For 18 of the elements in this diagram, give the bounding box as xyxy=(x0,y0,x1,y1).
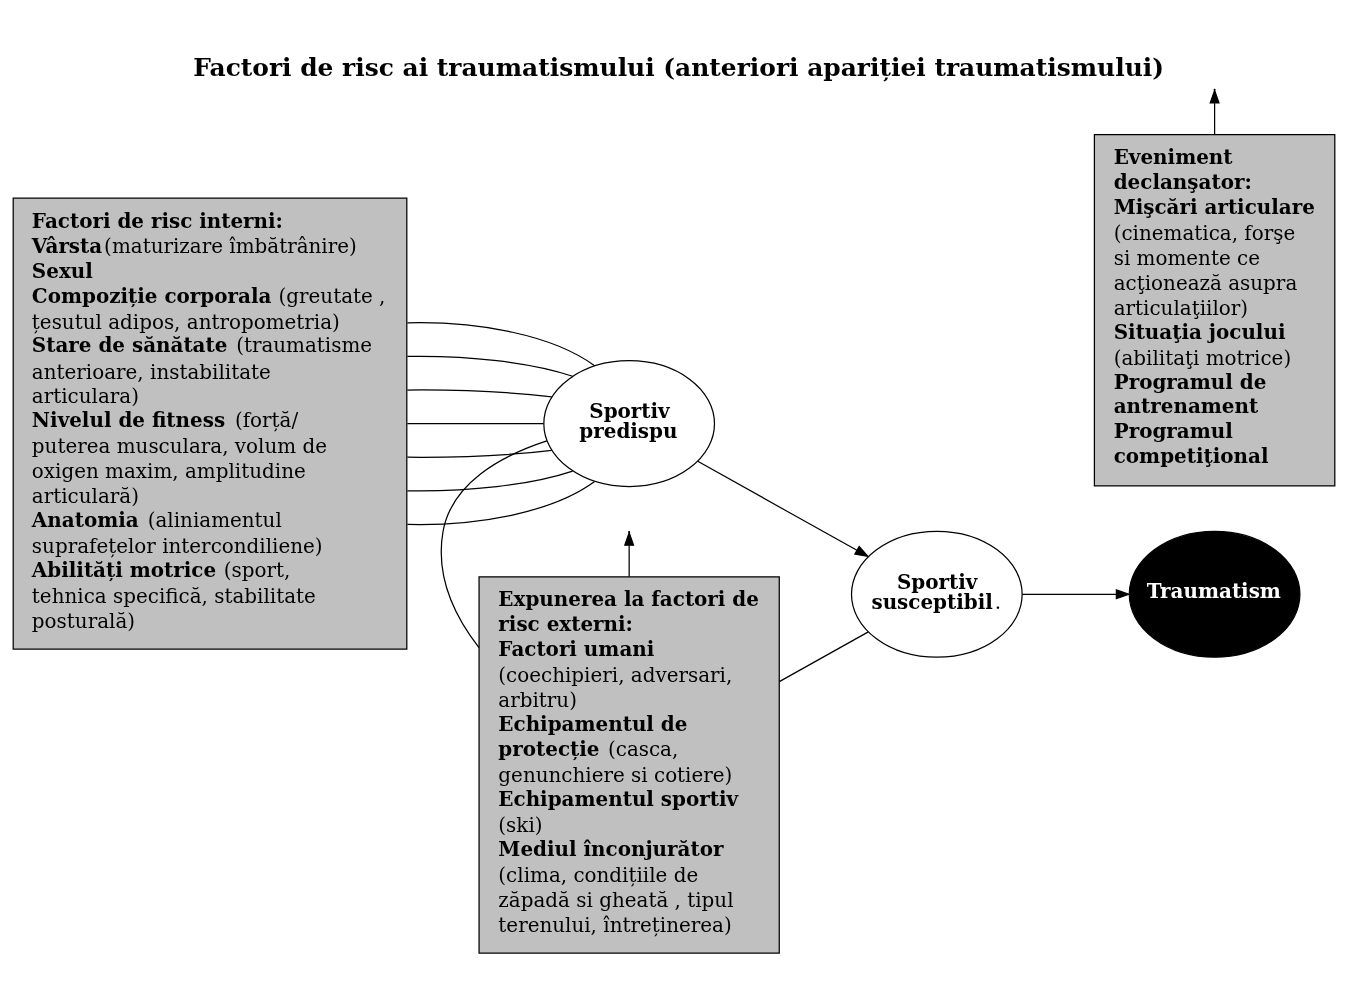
arrow xyxy=(623,530,635,578)
connector xyxy=(406,449,553,458)
connector xyxy=(406,480,596,526)
connector xyxy=(778,631,869,683)
connector xyxy=(406,470,574,492)
node-ellipse: Traumatism xyxy=(1128,530,1301,658)
node-box: Expunerea la factori de risc externi: Factori umani (coechipieri, adversari, arbitru) Echipamentul de protecție (casca, genunchiere si cotiere) Echipamentul sportiv (ski) Mediul înconjurător (clima, condițiile de zăpadă si gheată , tipul terenului, întreținerea) xyxy=(478,576,780,954)
diagram-title: Factori de risc ai traumatismului (anteriori apariției traumatismului) xyxy=(193,52,1165,82)
connector xyxy=(440,440,548,649)
arrow xyxy=(1021,589,1131,600)
arrow xyxy=(697,460,870,558)
connector xyxy=(406,355,574,377)
node-ellipse: Sportiv predispu xyxy=(543,360,716,488)
node-box: Eveniment declanşator: Mişcări articulare (cinematica, forşe si momente ce acţionează asupra articulaţiilor) Situaţia jocului (abilitaţi motrice) Programul de antrenament Programul competiţional xyxy=(1093,134,1336,487)
connector xyxy=(406,389,553,398)
connector xyxy=(406,322,596,367)
node-box: Factori de risc interni: Vârsta(maturizare îmbătrânire) Sexul Compoziție corporala (greutate , țesutul adipos, antropometria) Stare de sănătate (traumatisme anterioare, instabilitate articulara) Nivelul de fitness (forță/ puterea musculara, volum de oxigen maxim, amplitudine articulară) Anatomia (aliniamentul suprafețelor intercondiliene) Abilități motrice (sport, tehnica specifică, stabilitate posturală) xyxy=(12,197,408,650)
connector xyxy=(406,423,545,425)
